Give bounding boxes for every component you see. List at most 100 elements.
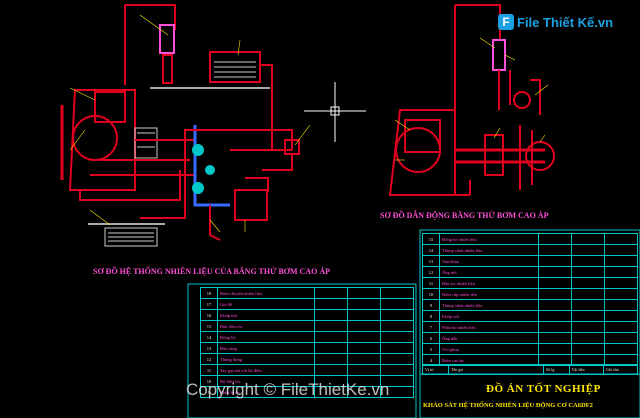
brand-logo[interactable]: F File Thiết Kế.vn (498, 14, 613, 30)
part-qty-cell (314, 309, 348, 321)
part-number: 10 (422, 288, 440, 300)
part-number: 6 (422, 332, 440, 344)
part-note-cell (380, 331, 414, 343)
part-qty-cell (538, 277, 572, 289)
part-note-cell (380, 298, 414, 310)
part-note-cell (380, 342, 414, 354)
part-number: 14 (422, 244, 440, 256)
part-number: 17 (200, 298, 218, 310)
part-qty-cell (314, 364, 348, 376)
titleblock-title: ĐỒ ÁN TỐT NGHIỆP (486, 383, 601, 395)
part-number: 11 (200, 364, 218, 376)
part-qty-cell (314, 353, 348, 365)
part-qty-cell (538, 299, 572, 311)
part-name: Ống dẫn (439, 332, 539, 344)
part-name: Ống nối (439, 266, 539, 278)
part-qty-cell (314, 320, 348, 332)
part-note-cell (380, 320, 414, 332)
left-fuel-system-schematic (60, 4, 300, 247)
part-material-cell (571, 332, 605, 344)
left-leader-lines (69, 14, 311, 233)
part-name: Khớp nối (439, 310, 539, 322)
part-material-cell (571, 321, 605, 333)
part-material-cell (347, 342, 381, 354)
part-note-cell (604, 266, 638, 278)
part-material-cell (571, 277, 605, 289)
part-note-cell (604, 277, 638, 289)
part-note-cell (604, 288, 638, 300)
header-quantity: Số lg (543, 364, 570, 375)
part-qty-cell (314, 298, 348, 310)
part-number: 18 (200, 287, 218, 299)
part-name: Bầu điều tốc (217, 320, 315, 332)
part-material-cell (571, 288, 605, 300)
crosshair-cursor (304, 82, 366, 142)
part-number: 14 (200, 331, 218, 343)
part-qty-cell (538, 310, 572, 322)
part-number: 15 (200, 320, 218, 332)
part-number: 12 (200, 353, 218, 365)
left-diagram-caption: SƠ ĐỒ HỆ THỐNG NHIÊN LIỆU CỦA BĂNG THỬ B… (93, 267, 330, 276)
part-name: Thùng chứa nhiên liệu (439, 244, 539, 256)
part-name: Khớp nối (217, 309, 315, 321)
part-name: Bơm chuyển nhiên liệu (217, 287, 315, 299)
part-material-cell (571, 343, 605, 355)
part-name: Thùng chứa nhiên liệu (439, 299, 539, 311)
part-material-cell (347, 298, 381, 310)
part-material-cell (571, 266, 605, 278)
part-material-cell (347, 309, 381, 321)
header-position: Vị trí (421, 364, 450, 375)
part-note-cell (604, 233, 638, 245)
part-note-cell (380, 309, 414, 321)
watermark: Copyright © FileThietKe.vn (186, 380, 390, 399)
part-material-cell (571, 233, 605, 245)
part-note-cell (380, 287, 414, 299)
part-number: 8 (422, 310, 440, 322)
part-material-cell (347, 353, 381, 365)
part-name: Tay gạt nối với bộ điều (217, 364, 315, 376)
part-name: Thùng đựng (217, 353, 315, 365)
part-qty-cell (538, 255, 572, 267)
part-material-cell (347, 331, 381, 343)
part-name: Bầu lọc nhiên liệu (439, 277, 539, 289)
part-qty-cell (538, 321, 572, 333)
part-number: 11 (422, 277, 440, 289)
part-name: Vòi phun (439, 343, 539, 355)
part-number: 5 (422, 343, 440, 355)
part-number: 16 (200, 309, 218, 321)
part-number: 13 (422, 255, 440, 267)
part-name: Đèn sáng (217, 342, 315, 354)
header-name: Tên gọi (448, 364, 545, 375)
part-name: Bơm cấp nhiên liệu (439, 288, 539, 300)
part-note-cell (604, 343, 638, 355)
table-header-row: Vị trí Tên gọi Số lg Vật liệu Ghi chú (421, 364, 639, 375)
right-drive-schematic (388, 4, 555, 196)
part-name: Van khóa (439, 255, 539, 267)
part-material-cell (347, 364, 381, 376)
part-qty-cell (314, 287, 348, 299)
header-notes: Ghi chú (602, 364, 639, 375)
part-name: Đồng hồ (217, 331, 315, 343)
part-note-cell (604, 255, 638, 267)
logo-icon: F (498, 14, 514, 30)
